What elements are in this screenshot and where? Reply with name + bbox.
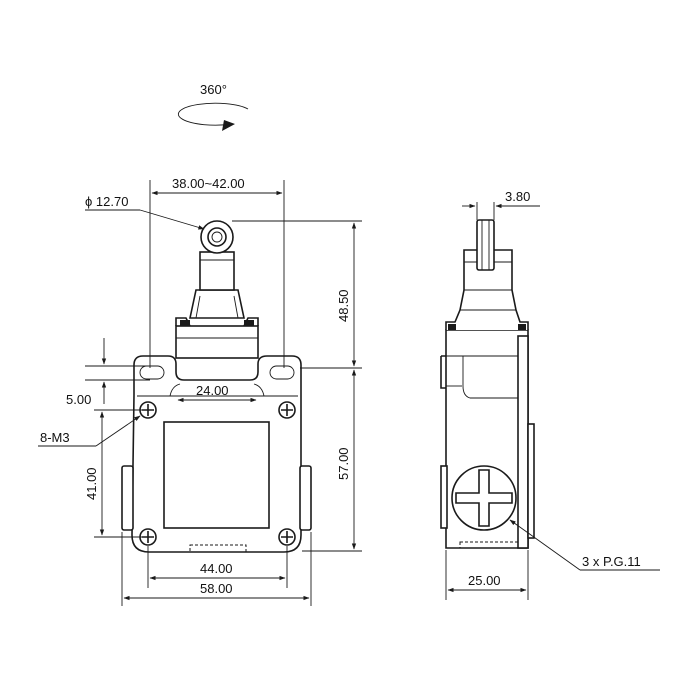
front-slot-right bbox=[269, 365, 295, 380]
conduit-plug bbox=[451, 465, 517, 531]
front-body-outline bbox=[131, 355, 302, 553]
dim-body-height: 57.00 bbox=[336, 447, 351, 480]
label-screws: 8-M3 bbox=[40, 430, 70, 445]
dim-roller-diameter: ϕ 12.70 bbox=[85, 194, 128, 209]
dim-overall-width: 58.00 bbox=[200, 581, 233, 596]
screw-top-right bbox=[278, 401, 296, 419]
dim-screw-horizontal: 44.00 bbox=[200, 561, 233, 576]
rotation-symbol: 360° bbox=[177, 82, 249, 131]
front-tab-left bbox=[121, 465, 134, 531]
dim-top-width: 24.00 bbox=[196, 383, 229, 398]
dim-roller-width: 3.80 bbox=[505, 189, 530, 204]
front-actuator bbox=[175, 220, 259, 359]
dim-actuator-height: 48.50 bbox=[336, 289, 351, 322]
screw-top-left bbox=[139, 401, 157, 419]
dim-side-depth: 25.00 bbox=[468, 573, 501, 588]
dim-mount-span: 38.00~42.00 bbox=[172, 176, 245, 191]
rotation-label: 360° bbox=[200, 82, 227, 97]
label-conduit: 3 x P.G.11 bbox=[582, 554, 641, 569]
dim-hole-offset: 5.00 bbox=[66, 392, 91, 407]
front-view: 38.00~42.00 ϕ 12.70 48.50 57.00 24.00 5.… bbox=[38, 176, 362, 606]
side-roller bbox=[476, 219, 495, 271]
front-label-window bbox=[163, 421, 270, 529]
side-view: 3.80 25.00 3 x P.G.11 bbox=[440, 189, 660, 600]
front-slot-left bbox=[139, 365, 165, 380]
front-bottom-indicator bbox=[189, 544, 247, 553]
screw-bottom-left bbox=[139, 528, 157, 546]
side-actuator bbox=[445, 219, 529, 330]
dim-screw-vertical: 41.00 bbox=[84, 467, 99, 500]
screw-bottom-right bbox=[278, 528, 296, 546]
front-tab-right bbox=[299, 465, 312, 531]
